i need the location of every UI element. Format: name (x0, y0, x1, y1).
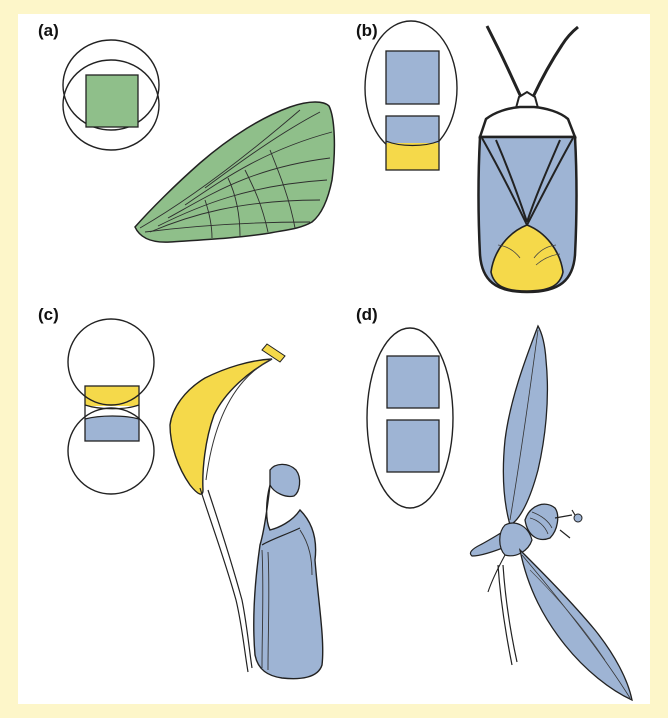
panel-label-b: (b) (356, 21, 378, 40)
venn-square-blue-d1 (387, 356, 439, 408)
venn-square-blue-d2 (387, 420, 439, 472)
venn-square-split-b (386, 116, 439, 170)
panel-label-c: (c) (38, 305, 59, 324)
panel-label-d: (d) (356, 305, 378, 324)
panel-label-a: (a) (38, 21, 59, 40)
venn-square-blue-b (386, 51, 439, 104)
venn-square-green (86, 75, 138, 127)
